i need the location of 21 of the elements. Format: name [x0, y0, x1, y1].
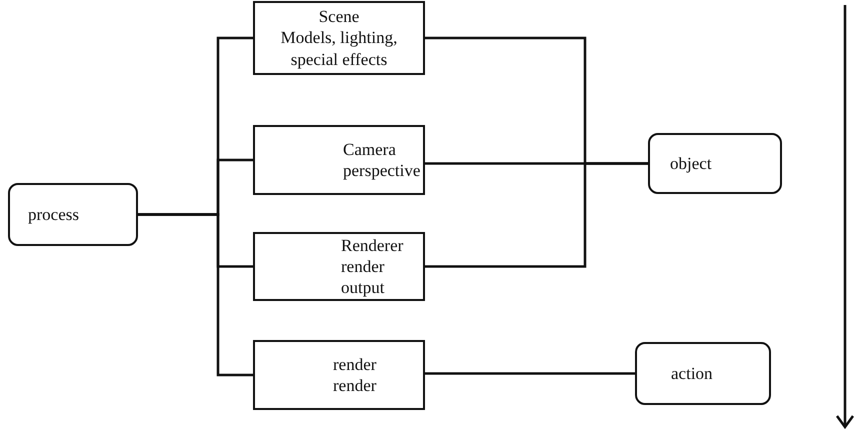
rounded-box — [8, 183, 138, 246]
box-title: action — [671, 362, 714, 384]
box-text: perspective — [343, 160, 422, 182]
process-box — [253, 340, 425, 410]
box-text: Models, lighting, special effects — [280, 27, 398, 70]
rounded-box — [648, 133, 782, 194]
box-title: Scene — [318, 6, 360, 28]
box-title: Renderer — [341, 234, 404, 256]
box-text: render output — [341, 256, 386, 298]
process-box — [253, 125, 425, 195]
connector-line — [425, 372, 635, 375]
process-box — [253, 1, 425, 75]
connector-line — [425, 162, 648, 268]
box-title: render — [333, 354, 378, 375]
box-title: process — [28, 204, 80, 226]
box-title: object — [670, 152, 713, 174]
connector-line — [138, 213, 253, 376]
box-text: render — [333, 375, 378, 396]
rounded-box — [635, 342, 771, 405]
process-box — [253, 232, 425, 301]
box-title: Camera — [343, 138, 397, 160]
